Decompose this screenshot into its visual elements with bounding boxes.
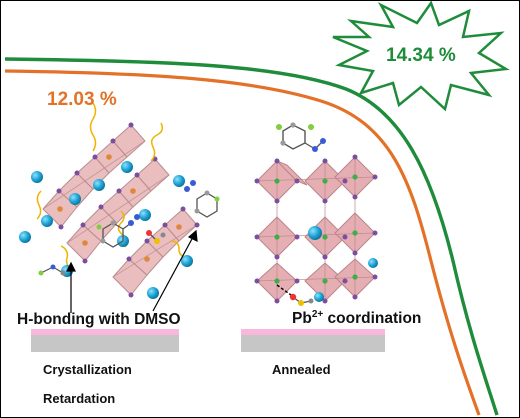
modified-efficiency-label: 14.34 % <box>386 45 456 66</box>
pb-coordination-molecule <box>276 284 314 306</box>
modified-jv-curve <box>4 57 499 416</box>
h-bond-arrows <box>66 229 198 313</box>
annealed-label: Annealed <box>272 362 331 377</box>
guanidine-additive-molecule <box>96 214 140 248</box>
pb-element: Pb <box>292 310 312 328</box>
left-film-layer <box>31 329 179 335</box>
perovskite-lattice-structure <box>254 154 378 304</box>
pb-charge: 2+ <box>311 309 324 320</box>
pb-coordination-label: Pb2+ coordination <box>292 309 421 328</box>
efficiency-starburst <box>332 1 510 112</box>
retardation-label: Retardation <box>43 391 116 406</box>
additive-molecule-lower <box>38 264 66 276</box>
dmso-molecule <box>146 230 166 244</box>
left-substrate <box>31 335 179 352</box>
right-substrate <box>241 335 385 352</box>
additive-molecule-right <box>184 180 220 218</box>
guanidine-molecule-top <box>276 122 326 152</box>
control-efficiency-label: 12.03 % <box>47 89 117 110</box>
crystallization-label: Crystallization <box>43 362 132 377</box>
control-jv-curve <box>4 69 481 416</box>
pb-coordination-text: coordination <box>323 310 422 328</box>
intermediate-phase-structure <box>19 102 200 299</box>
right-film-layer <box>241 329 385 335</box>
h-bonding-label: H-bonding with DMSO <box>17 311 181 328</box>
